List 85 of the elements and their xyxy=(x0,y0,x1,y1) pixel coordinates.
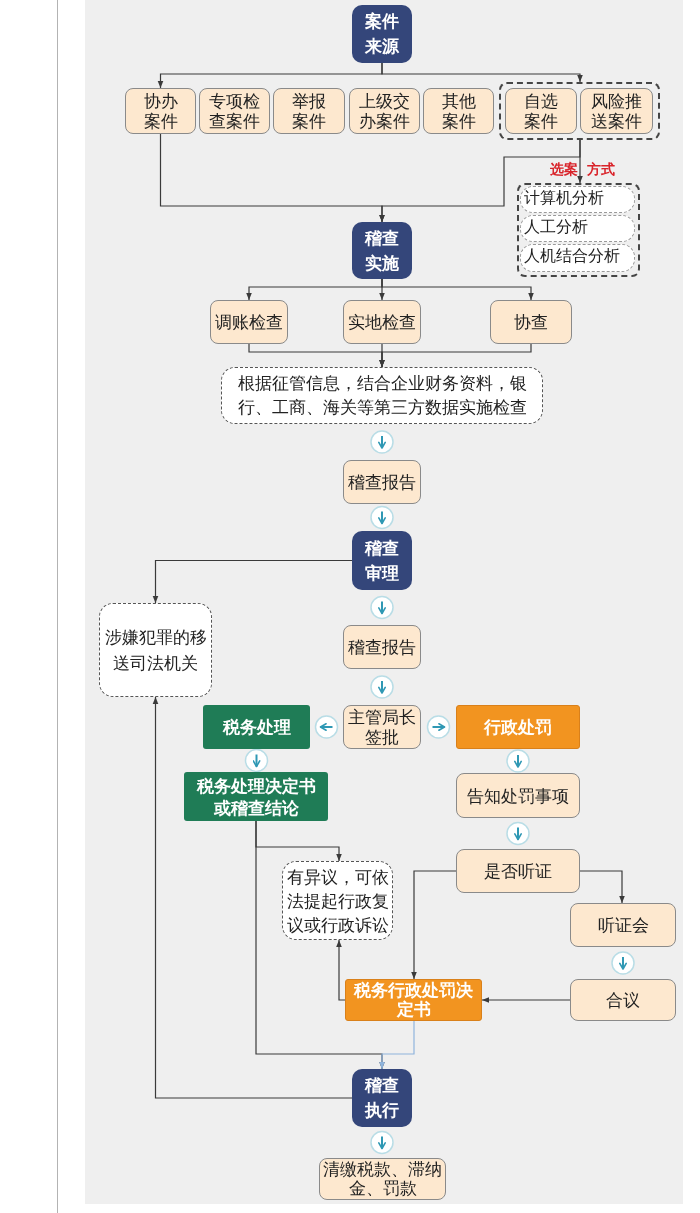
process-box xyxy=(456,849,580,893)
process-box xyxy=(570,979,676,1021)
box-label: 实地检查 xyxy=(348,311,416,333)
box-label: 稽查执行 xyxy=(363,1074,400,1122)
box-label: 人工分析 xyxy=(524,217,588,238)
connector-arrow xyxy=(379,343,532,368)
circled-arrow xyxy=(370,430,394,454)
box-label: 听证会 xyxy=(597,914,649,936)
connector-arrow xyxy=(336,939,346,1001)
process-box xyxy=(343,625,421,669)
box-label: 稽查实施 xyxy=(363,226,400,275)
box-label: 税务行政处罚决定书 xyxy=(352,981,474,1019)
box-label: 清缴税款、滞纳金、罚款 xyxy=(322,1160,443,1198)
process-box xyxy=(505,88,577,134)
box-label: 计算机分析 xyxy=(524,188,604,209)
connector-arrow xyxy=(411,870,457,980)
circled-arrow xyxy=(506,821,530,846)
box-label: 税务处理 xyxy=(222,716,291,738)
process-box xyxy=(490,300,572,344)
connector-arrow xyxy=(577,139,583,184)
connector-arrow xyxy=(381,62,583,83)
circled-arrow xyxy=(611,951,635,975)
process-box xyxy=(203,705,310,749)
box-label: 举报案件 xyxy=(291,91,327,131)
circled-arrow xyxy=(370,505,394,530)
note-box xyxy=(99,603,212,697)
box-label: 有异议，可依法提起行政复议或行政诉讼 xyxy=(285,865,390,937)
circled-arrow xyxy=(314,715,339,739)
dashed-group-frame xyxy=(499,82,660,140)
process-box xyxy=(345,979,482,1021)
box-label: 协办案件 xyxy=(142,91,179,131)
process-box xyxy=(456,705,580,749)
stage-box xyxy=(352,5,412,63)
process-box xyxy=(456,773,580,818)
box-label: 稽查审理 xyxy=(363,536,400,585)
box-label: 是否听证 xyxy=(484,860,552,882)
box-label: 涉嫌犯罪的移送司法机关 xyxy=(103,626,208,675)
stage-box xyxy=(352,222,412,279)
stage-box xyxy=(352,531,412,590)
box-label: 人机结合分析 xyxy=(524,246,620,267)
box-label: 其他案件 xyxy=(440,91,477,131)
box-label: 调账检查 xyxy=(215,311,283,333)
circled-arrow xyxy=(370,595,394,620)
circled-arrow xyxy=(506,749,530,773)
option-box xyxy=(520,244,635,272)
connector-arrow xyxy=(152,696,353,1099)
process-box xyxy=(343,300,421,344)
box-label: 根据征管信息，结合企业财务资料，银行、工商、海关等第三方数据实施检查 xyxy=(236,372,528,419)
option-box xyxy=(520,186,635,213)
process-box xyxy=(349,88,420,134)
connector-arrow xyxy=(152,559,353,604)
group-heading: 选案 方式 xyxy=(550,160,615,178)
process-box xyxy=(125,88,196,134)
box-label: 风险推送案件 xyxy=(590,91,643,131)
process-box xyxy=(570,903,676,947)
connector-arrow xyxy=(381,278,534,301)
box-label: 主管局长签批 xyxy=(347,707,417,747)
connector-arrow xyxy=(379,1020,415,1070)
process-box xyxy=(580,88,653,134)
box-label: 合议 xyxy=(606,989,640,1011)
process-box xyxy=(423,88,494,134)
box-label: 上级交办案件 xyxy=(358,91,411,131)
circled-arrow xyxy=(370,1130,394,1155)
process-box xyxy=(199,88,270,134)
box-label: 稽查报告 xyxy=(348,471,416,493)
circled-arrow xyxy=(244,748,269,773)
box-label: 协查 xyxy=(514,311,548,333)
process-box xyxy=(343,460,421,504)
option-box xyxy=(520,215,635,242)
process-box xyxy=(273,88,345,134)
process-box xyxy=(210,300,288,344)
box-label: 稽查报告 xyxy=(348,636,416,658)
stage-box xyxy=(352,1069,412,1127)
box-label: 告知处罚事项 xyxy=(467,784,569,807)
connector-arrow xyxy=(481,997,571,1003)
circled-arrow xyxy=(370,675,394,699)
box-label: 自选案件 xyxy=(523,91,559,131)
box-label: 税务处理决定书或稽查结论 xyxy=(195,774,317,819)
box-label: 专项检查案件 xyxy=(208,91,261,131)
circled-arrow xyxy=(426,715,451,739)
connector-arrow xyxy=(579,870,625,904)
note-box xyxy=(221,367,543,424)
box-label: 行政处罚 xyxy=(484,716,552,738)
box-label: 案件来源 xyxy=(364,10,400,58)
process-box xyxy=(184,772,328,821)
